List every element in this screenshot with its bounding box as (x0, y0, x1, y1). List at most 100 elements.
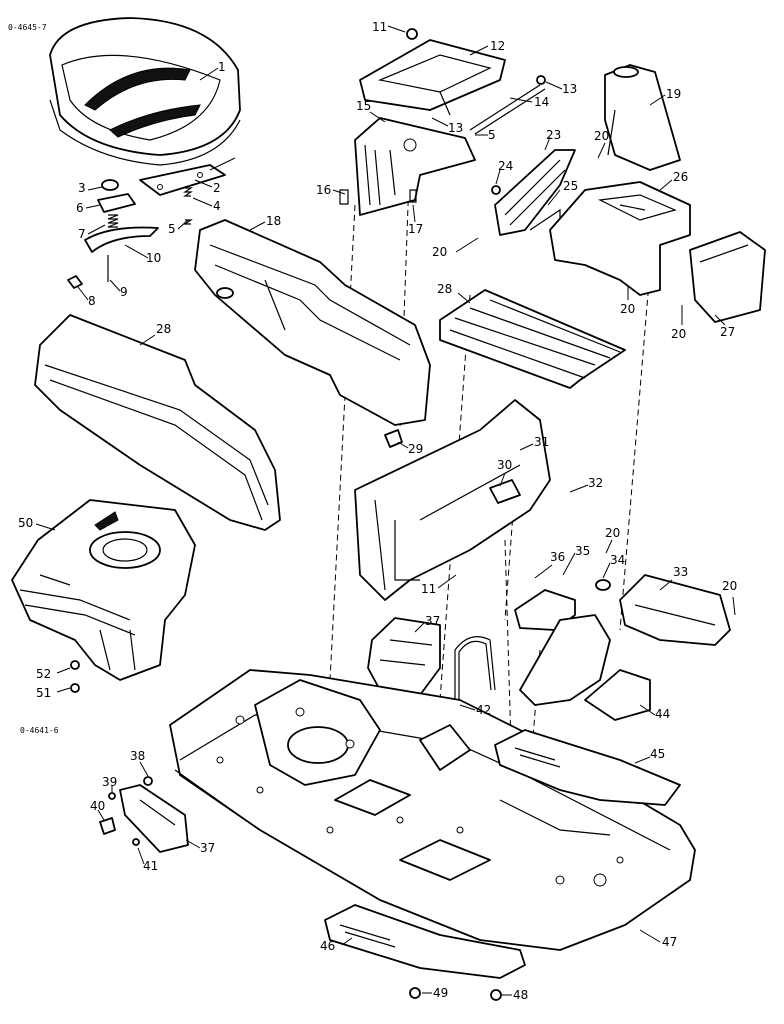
svg-text:40: 40 (90, 799, 105, 813)
pedal-bracket (491, 149, 576, 236)
callout-49: 49 (422, 986, 448, 1000)
upper-mount-plate (359, 28, 546, 135)
svg-text:25: 25 (563, 179, 578, 193)
callout-18: 28 (139, 322, 171, 346)
callout-47: 47 (639, 929, 677, 949)
callout-19: 18 (249, 214, 281, 231)
callout-29: 29 (397, 441, 423, 456)
svg-text:20: 20 (605, 526, 620, 540)
callout-48: 48 (502, 988, 528, 1002)
svg-text:20: 20 (620, 302, 635, 316)
callout-14: 14 (509, 95, 549, 109)
front-console (354, 399, 551, 601)
svg-text:13: 13 (448, 121, 463, 135)
svg-text:20: 20 (594, 129, 609, 143)
u-bolt (454, 636, 496, 710)
callout-22d: 20 (671, 305, 686, 341)
svg-text:15: 15 (356, 99, 371, 113)
seat (49, 17, 241, 166)
svg-text:30: 30 (497, 458, 512, 472)
svg-text:35: 35 (575, 544, 590, 558)
svg-text:5: 5 (488, 128, 496, 142)
svg-text:3: 3 (78, 181, 86, 195)
callout-25: 25 (547, 179, 578, 206)
main-frame (169, 669, 696, 951)
svg-text:7: 7 (78, 227, 86, 241)
reference-code-middle: 0-4641-6 (20, 726, 59, 735)
front-panel (194, 219, 431, 448)
callout-46: 46 (320, 937, 353, 953)
svg-text:28: 28 (437, 282, 452, 296)
engine (11, 499, 196, 693)
callout-39: 39 (102, 775, 117, 792)
callout-22c: 20 (620, 285, 635, 316)
svg-text:32: 32 (588, 476, 603, 490)
callout-16: 16 (316, 183, 346, 197)
svg-text:20: 20 (432, 245, 447, 259)
side-panel (34, 314, 281, 531)
svg-text:17: 17 (408, 222, 423, 236)
callout-30: 30 (497, 458, 512, 487)
svg-text:11: 11 (372, 20, 387, 34)
callout-37-lower: 37 (185, 839, 215, 855)
callout-6: 6 (76, 201, 101, 215)
svg-text:47: 47 (662, 935, 677, 949)
svg-text:37: 37 (425, 614, 440, 628)
svg-text:9: 9 (120, 285, 128, 299)
callout-41: 41 (137, 847, 158, 873)
seat-hardware (67, 179, 193, 289)
callout-28: 28 (437, 282, 471, 304)
svg-text:50: 50 (18, 516, 33, 530)
svg-text:16: 16 (316, 183, 331, 197)
callout-34: 34 (602, 553, 625, 579)
svg-text:12: 12 (490, 39, 505, 53)
dash-panel (549, 181, 691, 296)
callout-17: 17 (408, 204, 423, 236)
svg-text:37: 37 (200, 841, 215, 855)
callout-31: 31 (519, 435, 549, 451)
callout-13a: 13 (545, 81, 577, 96)
callout-2: 2 (194, 179, 221, 195)
rear-brackets (514, 574, 731, 721)
svg-text:4: 4 (213, 199, 221, 213)
svg-text:23: 23 (546, 128, 561, 142)
svg-text:33: 33 (673, 565, 688, 579)
rear-cap (689, 231, 766, 323)
callout-10: 10 (124, 244, 161, 265)
svg-text:34: 34 (610, 553, 625, 567)
svg-text:20: 20 (722, 579, 737, 593)
callout-40: 40 (90, 799, 105, 821)
footboard (439, 289, 626, 389)
svg-text:13: 13 (562, 82, 577, 96)
callout-7: 7 (78, 224, 106, 241)
callout-38: 38 (130, 749, 149, 777)
callout-8: 8 (77, 286, 96, 308)
svg-text:20: 20 (671, 327, 686, 341)
callout-26: 26 (659, 170, 688, 191)
front-footpad (324, 904, 526, 979)
svg-text:27: 27 (720, 325, 735, 339)
svg-text:49: 49 (433, 986, 448, 1000)
svg-text:38: 38 (130, 749, 145, 763)
callout-20: 19 (649, 87, 681, 106)
reference-code-top: 0-4645-7 (8, 23, 47, 32)
svg-text:46: 46 (320, 939, 335, 953)
svg-text:31: 31 (534, 435, 549, 449)
svg-text:10: 10 (146, 251, 161, 265)
pulley-guard (367, 617, 441, 696)
svg-text:51: 51 (36, 686, 51, 700)
seat-bracket (139, 157, 236, 196)
svg-text:36: 36 (550, 550, 565, 564)
callout-5b: 5 (475, 128, 496, 142)
callout-22e: 20 (605, 526, 620, 554)
steering-column (604, 64, 681, 171)
svg-text:28: 28 (156, 322, 171, 336)
callout-51: 51 (36, 686, 71, 700)
svg-text:44: 44 (655, 707, 670, 721)
callout-44: 44 (639, 704, 670, 721)
svg-text:1: 1 (218, 60, 226, 74)
callout-4: 4 (192, 197, 221, 213)
svg-text:11: 11 (421, 582, 436, 596)
callout-5: 5 (168, 219, 189, 236)
